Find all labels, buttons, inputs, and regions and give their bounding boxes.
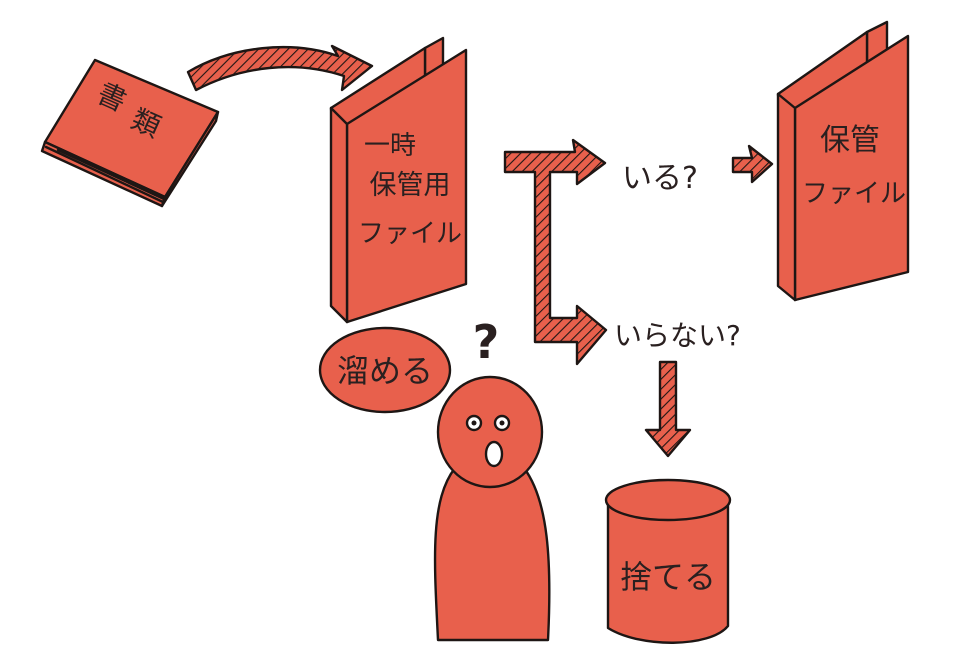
- storage-file-label-line2: ファイル: [802, 179, 906, 209]
- person-head: [436, 375, 544, 489]
- confused-person: ?: [433, 315, 551, 642]
- temp-file-label-line1: 一時: [364, 131, 416, 161]
- arrow-documents-to-temp-file: [186, 44, 374, 92]
- person-body: [433, 466, 551, 642]
- accumulate-badge: 溜める: [318, 326, 452, 414]
- temp-storage-binder: 一時 保管用 ファイル: [329, 36, 468, 324]
- temp-file-label-line2: 保管用: [370, 170, 451, 201]
- trash-bin-rim: [604, 478, 732, 522]
- question-mark-label: ?: [473, 315, 500, 369]
- trash-bin-label: 捨てる: [620, 558, 716, 596]
- documents-stack: 書 類: [40, 58, 220, 208]
- branch-not-need-label: いらない?: [614, 319, 741, 352]
- branch-need-label: いる?: [622, 161, 698, 196]
- person-mouth: [484, 440, 504, 468]
- storage-binder: 保管 ファイル: [776, 20, 910, 302]
- storage-file-label-line1: 保管: [820, 123, 880, 158]
- arrow-branch: [503, 138, 608, 366]
- temp-file-label-line3: ファイル: [358, 219, 462, 249]
- accumulate-badge-label: 溜める: [337, 352, 433, 390]
- arrow-need-to-storage: [731, 144, 774, 184]
- trash-bin: 捨てる: [604, 478, 732, 644]
- arrow-not-need-to-trash: [644, 360, 692, 458]
